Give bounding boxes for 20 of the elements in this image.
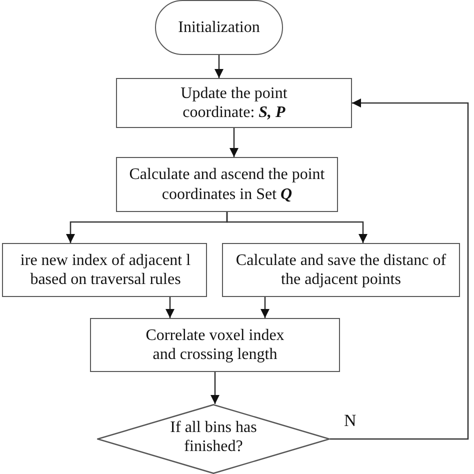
node-text: If all bins has finished? xyxy=(169,418,258,456)
arrow xyxy=(260,297,270,318)
decision-diamond xyxy=(97,404,330,474)
arrow xyxy=(330,98,469,440)
node-text: Update the point coordinate: S, P xyxy=(180,84,288,122)
arrow xyxy=(214,55,224,78)
arrow xyxy=(166,297,174,318)
arrow xyxy=(230,128,238,157)
process-box xyxy=(90,318,340,372)
node-text: Correlate voxel index and crossing length xyxy=(144,326,286,364)
process-box xyxy=(116,157,338,212)
process-box xyxy=(116,78,352,128)
node-text: ire new index of adjacent l based on traversal rules xyxy=(19,250,192,290)
node-text: Calculate and ascend the point coordinates in Set Q xyxy=(128,165,326,204)
arrow xyxy=(226,212,368,243)
node-text: Calculate and save the distanc of the adjacent points xyxy=(234,250,448,290)
process-box xyxy=(2,243,207,297)
node-text: Initialization xyxy=(178,18,260,38)
process-box xyxy=(222,243,460,297)
arrow xyxy=(210,372,220,404)
